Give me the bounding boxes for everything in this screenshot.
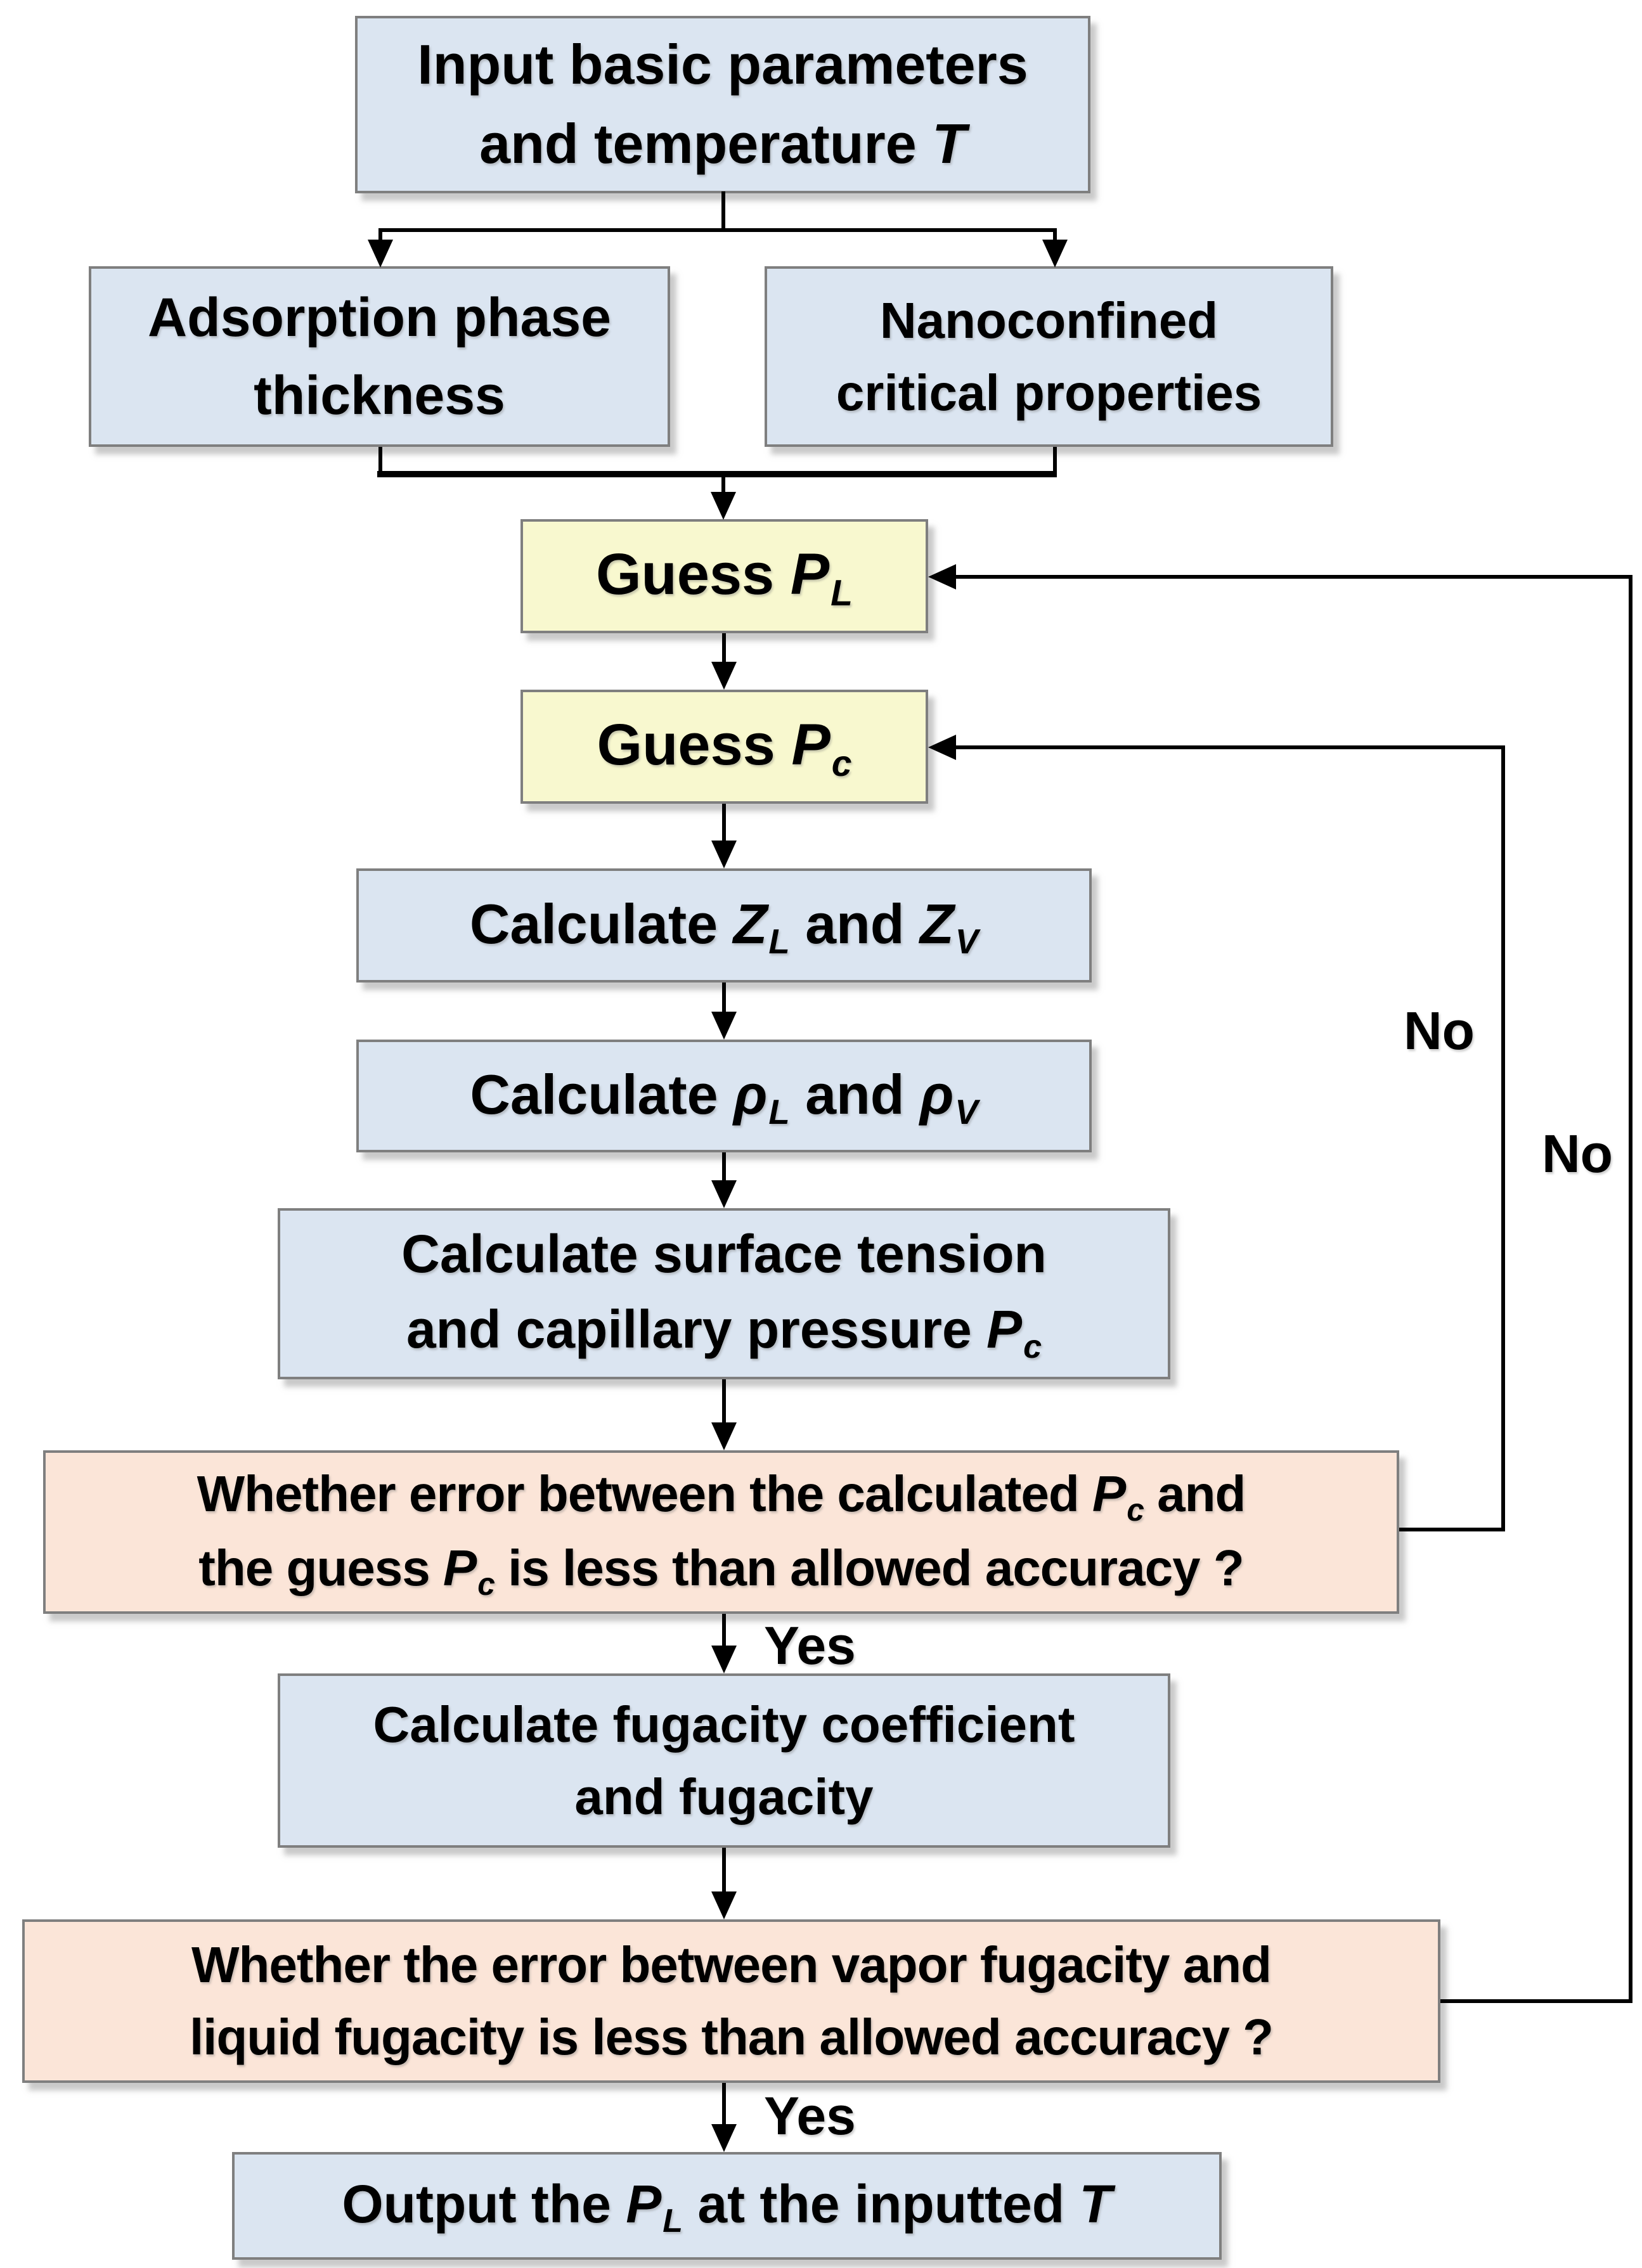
label-yes-decision2: Yes xyxy=(764,2086,856,2146)
connector-nanoconfined-down xyxy=(1053,447,1057,474)
connector-branch-right xyxy=(1053,228,1057,242)
decision-pc-error: Whether error between the calculated Pc … xyxy=(43,1450,1399,1614)
connector-input-stub xyxy=(721,191,725,231)
arrowhead-to-decision2 xyxy=(711,1891,737,1919)
arrowhead-to-fugacity xyxy=(711,1646,737,1673)
arrowhead-to-guess-pl xyxy=(711,492,736,520)
node-guess-pl: Guess PL xyxy=(520,519,928,633)
arrowhead-to-decision1 xyxy=(711,1422,737,1450)
connector-fugacity-decision2 xyxy=(722,1848,726,1893)
connector-branch-left xyxy=(378,228,382,242)
connector-z-rho xyxy=(722,983,726,1013)
arrowhead-no-to-guess-pc xyxy=(928,735,956,760)
node-calculate-rho: Calculate ρL and ρV xyxy=(356,1040,1092,1152)
connector-no-inner-exit xyxy=(1399,1528,1504,1531)
arrowhead-to-calc-rho xyxy=(711,1012,737,1040)
label-no-outer: No xyxy=(1542,1124,1613,1183)
connector-pl-pc xyxy=(722,633,726,664)
connector-decision1-fugacity xyxy=(722,1614,726,1647)
connector-no-outer-vertical xyxy=(1629,575,1632,2003)
arrowhead-no-to-guess-pl xyxy=(928,564,956,590)
connector-no-inner-vertical xyxy=(1501,745,1505,1531)
connector-adsorption-down xyxy=(378,447,382,474)
arrowhead-to-calc-z xyxy=(711,841,737,868)
connector-surface-decision1 xyxy=(722,1379,726,1424)
arrowhead-to-nanoconfined xyxy=(1042,240,1068,267)
label-yes-decision1: Yes xyxy=(764,1616,856,1675)
label-no-inner: No xyxy=(1404,1001,1475,1060)
connector-rho-surface xyxy=(722,1152,726,1182)
arrowhead-to-adsorption xyxy=(368,240,393,267)
arrowhead-to-surface xyxy=(711,1180,737,1208)
connector-no-inner-return xyxy=(951,745,1505,749)
node-calculate-z: Calculate ZL and ZV xyxy=(356,868,1092,983)
connector-merge-line xyxy=(377,471,1057,477)
arrowhead-to-guess-pc xyxy=(711,662,737,690)
connector-pc-z xyxy=(722,804,726,842)
node-guess-pc: Guess Pc xyxy=(520,690,928,804)
connector-merge-down xyxy=(721,475,725,493)
connector-branch-line xyxy=(378,228,1057,232)
connector-no-outer-return xyxy=(951,575,1632,579)
connector-no-outer-exit xyxy=(1440,1999,1632,2003)
arrowhead-to-output xyxy=(711,2124,737,2152)
node-output-pl: Output the PL at the inputted T xyxy=(232,2152,1222,2260)
connector-decision2-output xyxy=(722,2083,726,2125)
decision-fugacity-error: Whether the error between vapor fugacity… xyxy=(22,1919,1440,2083)
